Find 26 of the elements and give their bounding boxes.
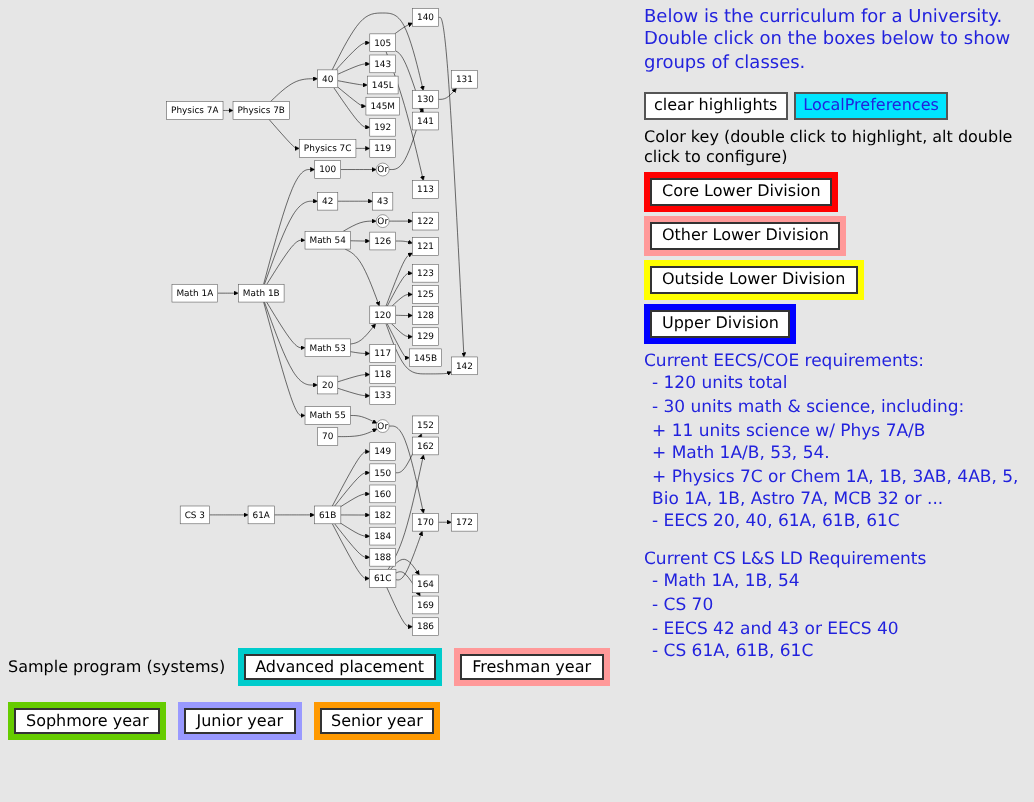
requirement-text: - 120 units total (650, 374, 790, 396)
legend-item: Outside Lower Division (644, 259, 864, 300)
requirement-text: - 30 units math & science, including: (650, 398, 967, 420)
requirement-text: Current CS L&S LD Requirements (644, 549, 929, 571)
requirement-text: - CS 70 (650, 596, 716, 618)
preferences-box: LocalPreferences (793, 91, 949, 120)
color-key-note: Color key (double click to highlight, alt double click to configure) (644, 127, 1015, 168)
requirement-text: - EECS 20, 40, 61A, 61B, 61C (650, 512, 902, 534)
legend-item: Other Lower Division (644, 215, 847, 256)
requirement-text: Current EECS/COE requirements: (644, 351, 927, 373)
legend-item: Freshman year (454, 648, 610, 686)
clear-highlights-button: clear highlights (644, 91, 788, 120)
legend-item: Junior year (178, 702, 302, 740)
legend-item: Sophmore year (8, 702, 167, 740)
requirement-text: + Physics 7C or Chem 1A, 1B, 3AB, 4AB, 5, Bio 1A, 1B, Astro 7A, MCB 32 or ... (650, 467, 1021, 511)
legend-item: Senior year (313, 702, 441, 740)
requirement-text: + 11 units science w/ Phys 7A/B (650, 421, 928, 443)
sample-program-label: Sample program (systems) (8, 658, 226, 676)
legend-item: Core Lower Division (644, 171, 839, 212)
requirement-text: - CS 61A, 61B, 61C (650, 642, 816, 664)
legend-item: Advanced placement (237, 648, 443, 686)
legend-item: Upper Division (644, 303, 797, 344)
requirement-text: + Math 1A/B, 53, 54. (650, 444, 832, 466)
requirement-text: - EECS 42 and 43 or EECS 40 (650, 619, 901, 641)
title-text: Below is the curriculum for a University. Double click on the boxes below to show groups of classes. (644, 8, 1013, 76)
requirement-text: - Math 1A, 1B, 54 (650, 572, 802, 594)
